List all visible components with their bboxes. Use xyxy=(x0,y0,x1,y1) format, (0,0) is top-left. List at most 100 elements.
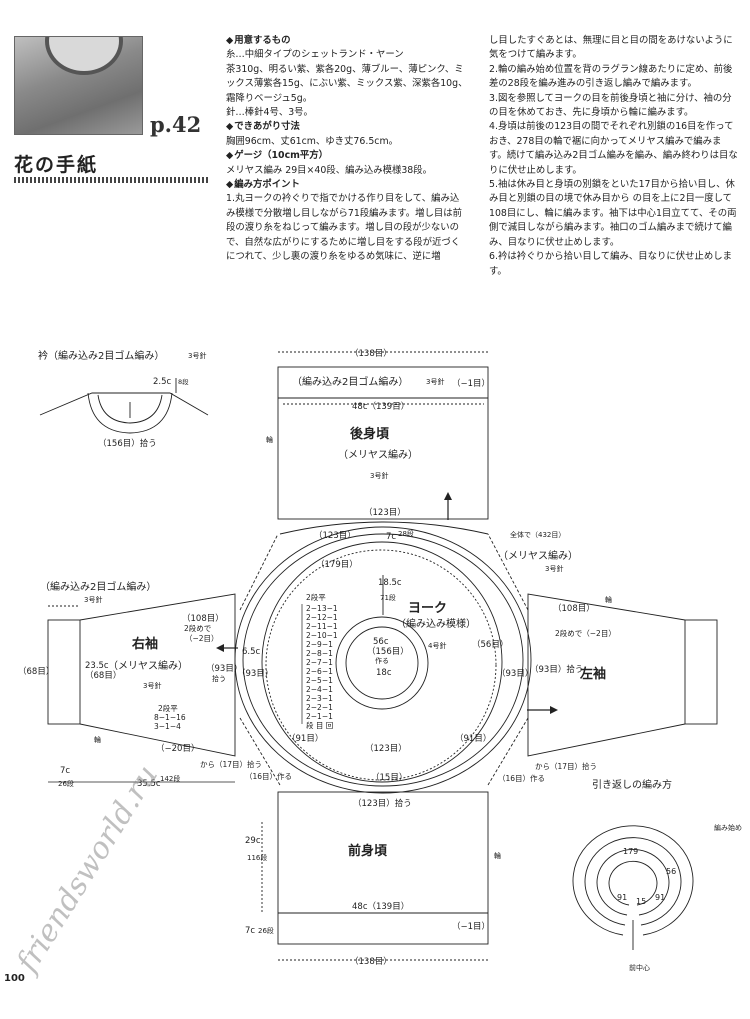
right-sleeve-pick: 拾う xyxy=(212,674,226,683)
right-sleeve-pick-93: （93目） xyxy=(206,663,242,674)
right-sleeve-rib: （編み込み2目ゴム編み） xyxy=(40,580,156,593)
yoke-stockinette-needle: 3号針 xyxy=(545,564,563,573)
front-width: 48c（139目） xyxy=(352,901,409,912)
back-rib-needle: 3号針 xyxy=(426,377,444,386)
yoke-15-stitches: （15目） xyxy=(371,772,407,783)
short-row-diagram xyxy=(572,825,694,950)
left-sleeve-edge: 輪 xyxy=(605,595,612,604)
right-sleeve-rib-needle: 3号針 xyxy=(84,595,102,604)
neck-stitches: （156目） xyxy=(367,646,409,657)
yoke-28-rows: 28段 xyxy=(398,529,414,538)
materials-heading: 用意するもの xyxy=(226,34,468,48)
points-continued: し目したすぐあとは、無理に目と目の間をあけないように気をつけて編みます。 2.輪… xyxy=(489,35,738,277)
right-sleeve-108: （108目） xyxy=(182,613,224,624)
right-cuff-stitches: （68目） xyxy=(18,666,54,677)
front-bottom-stitches: （138目） xyxy=(350,956,392,967)
materials-text: 糸…中細タイプのシェットランド・ヤーン 茶310g、明るい紫、紫各20g、薄ブル… xyxy=(226,49,468,119)
collar-pick: （156目）拾う xyxy=(98,438,157,449)
back-pattern: （メリヤス編み） xyxy=(338,448,418,461)
front-rib-length: 7c xyxy=(245,926,255,936)
increase-row: 2−10−1 xyxy=(306,631,338,640)
left-sleeve-pick-93: （93目）拾う xyxy=(530,664,583,675)
increase-row: 2−7−1 xyxy=(306,658,333,667)
arrow-head-icon xyxy=(444,492,452,500)
right-cuff-rows: 26段 xyxy=(58,779,74,788)
back-width: 48c（139目） xyxy=(352,401,409,412)
yoke-total-stitches: 全体で（432目） xyxy=(510,530,565,539)
collar-height: 2.5c xyxy=(153,377,172,387)
short-row-title: 引き返しの編み方 xyxy=(592,778,672,791)
front-body-shape xyxy=(261,791,489,961)
back-edge-mark: 輪 xyxy=(266,435,273,444)
collar-rows: 8段 xyxy=(178,377,189,386)
back-body-name: 後身頃 xyxy=(350,426,390,442)
sweater-photo xyxy=(14,36,143,135)
pattern-title: 花の手紙 xyxy=(14,154,99,176)
size-heading: できあがり寸法 xyxy=(226,120,468,134)
short-row-179: 179 xyxy=(623,847,638,856)
front-decrease: （−1目） xyxy=(452,921,490,932)
short-row-center: 前中心 xyxy=(629,963,650,972)
title-underline xyxy=(14,177,209,183)
neck-circumference: 56c xyxy=(373,637,389,647)
yoke-56-stitches: （56目） xyxy=(472,639,508,650)
increase-row: 2−2−1 xyxy=(306,703,333,712)
yoke-stockinette: （メリヤス編み） xyxy=(498,549,578,562)
short-row-56: 56 xyxy=(666,867,676,876)
increase-row: 2−4−1 xyxy=(306,685,333,694)
right-sleeve-6-5cm: 6.5c xyxy=(242,647,261,657)
collar-title: 衿（編み込み2目ゴム編み） xyxy=(38,349,164,362)
right-sleeve-needle: 3号針 xyxy=(143,681,161,690)
yoke-name: ヨーク xyxy=(408,601,447,616)
increase-row: 2−9−1 xyxy=(306,640,333,649)
increase-row: 2−5−1 xyxy=(306,676,333,685)
yoke-depth: 18.5c xyxy=(378,578,402,588)
increase-row: 2−3−1 xyxy=(306,694,333,703)
front-body-name: 前身頃 xyxy=(348,843,388,859)
front-edge-mark: 輪 xyxy=(494,851,501,860)
yoke-179-stitches: （179目） xyxy=(316,559,358,570)
size-text: 胸囲96cm、丈61cm、ゆき丈76.5cm。 xyxy=(226,135,398,147)
short-row-15: 15 xyxy=(636,897,646,906)
arrow-head-icon xyxy=(216,644,224,652)
yoke-91-left: （91目） xyxy=(287,733,323,744)
instructions-column-1: 用意するもの 糸…中細タイプのシェットランド・ヤーン 茶310g、明るい紫、紫各… xyxy=(226,34,468,265)
back-body-shape xyxy=(277,351,489,520)
yoke-depth-rows: 71段 xyxy=(380,593,396,602)
short-row-91a: 91 xyxy=(617,893,627,902)
left-sleeve-from17: から（17目）拾う xyxy=(535,761,597,771)
gauge-text: メリヤス編み 29目×40段、編み込み模様38段。 xyxy=(226,164,432,176)
right-sleeve-length: 35.5c xyxy=(137,779,161,789)
right-sleeve-width: 23.5c xyxy=(85,661,109,671)
right-sleeve-edge: 輪 xyxy=(94,735,101,744)
yoke-91-right: （91目） xyxy=(455,733,491,744)
front-pick-stitches: （123目）拾う xyxy=(353,798,412,809)
increase-row: 2−1−1 xyxy=(306,712,333,721)
yoke-needle: 4号針 xyxy=(428,641,446,650)
right-sleeve-length-rows: 142段 xyxy=(160,774,180,783)
increase-row: 2−13−1 xyxy=(306,604,338,613)
right-sleeve-dec-row: 8−1−16 xyxy=(154,713,186,722)
left-sleeve-name: 左袖 xyxy=(580,666,606,682)
right-cuff-length: 7c xyxy=(60,766,70,776)
points-text: 1.丸ヨークの衿ぐりで指でかける作り目をして、編み込み模様で分散増し目しながら7… xyxy=(226,193,462,263)
page-reference: p.42 xyxy=(150,112,202,137)
front-rib-rows: 26段 xyxy=(258,926,274,935)
left-sleeve-every2: 2段めで（−2目） xyxy=(555,628,616,638)
right-sleeve-width-stitches: （68目） xyxy=(85,670,121,681)
left-sleeve-make16: （16目）作る xyxy=(498,773,545,783)
increase-row: 2−8−1 xyxy=(306,649,333,658)
yoke-left-93: （93目） xyxy=(237,668,273,679)
right-sleeve-make16: （16目）作る xyxy=(245,771,292,781)
points-heading: 編み方ポイント xyxy=(226,178,468,192)
front-length: 29c xyxy=(245,836,261,846)
instructions-column-2: し目したすぐあとは、無理に目と目の間をあけないように気をつけて編みます。 2.輪… xyxy=(489,34,739,279)
arrow-head-icon xyxy=(550,706,558,714)
right-sleeve-pattern: （メリヤス編み） xyxy=(108,659,188,672)
collar-needle: 3号針 xyxy=(188,351,206,360)
increase-row: 2−11−1 xyxy=(306,622,338,631)
yoke-7cm: 7c xyxy=(386,532,396,542)
increase-row: 2−12−1 xyxy=(306,613,338,622)
yoke-inner-diameter: 18c xyxy=(376,668,392,678)
